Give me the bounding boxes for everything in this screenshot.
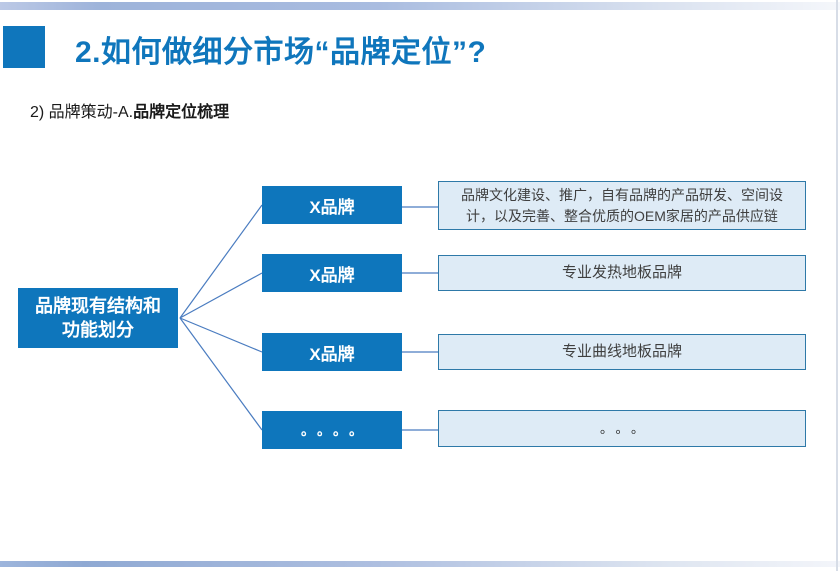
top-gradient-bar: [0, 2, 840, 10]
subtitle: 2) 品牌策动-A.品牌定位梳理: [30, 98, 229, 122]
page-title: 2.如何做细分市场“品牌定位”?: [75, 36, 487, 69]
desc-node-1: 品牌文化建设、推广，自有品牌的产品研发、空间设计，以及完善、整合优质的OEM家居…: [438, 181, 806, 230]
subtitle-bold: 品牌定位梳理: [133, 104, 230, 121]
title-accent-square: [3, 26, 45, 68]
slide-right-edge: [836, 0, 838, 571]
brand-node-1: X品牌: [262, 186, 402, 224]
desc-node-2: 专业发热地板品牌: [438, 255, 806, 291]
root-label-line1: 品牌现有结构和: [35, 295, 161, 316]
brand-node-3: X品牌: [262, 333, 402, 371]
brand-node-4: 。。。。: [262, 411, 402, 449]
root-node: 品牌现有结构和 功能划分: [18, 288, 178, 348]
root-label-line2: 功能划分: [62, 320, 134, 340]
fan-line-4: [179, 317, 263, 431]
fan-line-3: [179, 317, 263, 353]
fan-line-2: [179, 272, 263, 319]
desc-node-4: 。。。: [438, 410, 806, 447]
brand-node-2: X品牌: [262, 254, 402, 292]
subtitle-prefix: 2) 品牌策动-A.: [30, 104, 134, 121]
bottom-gradient-bar: [0, 561, 840, 567]
desc-node-3: 专业曲线地板品牌: [438, 334, 806, 370]
fan-line-1: [179, 204, 263, 319]
